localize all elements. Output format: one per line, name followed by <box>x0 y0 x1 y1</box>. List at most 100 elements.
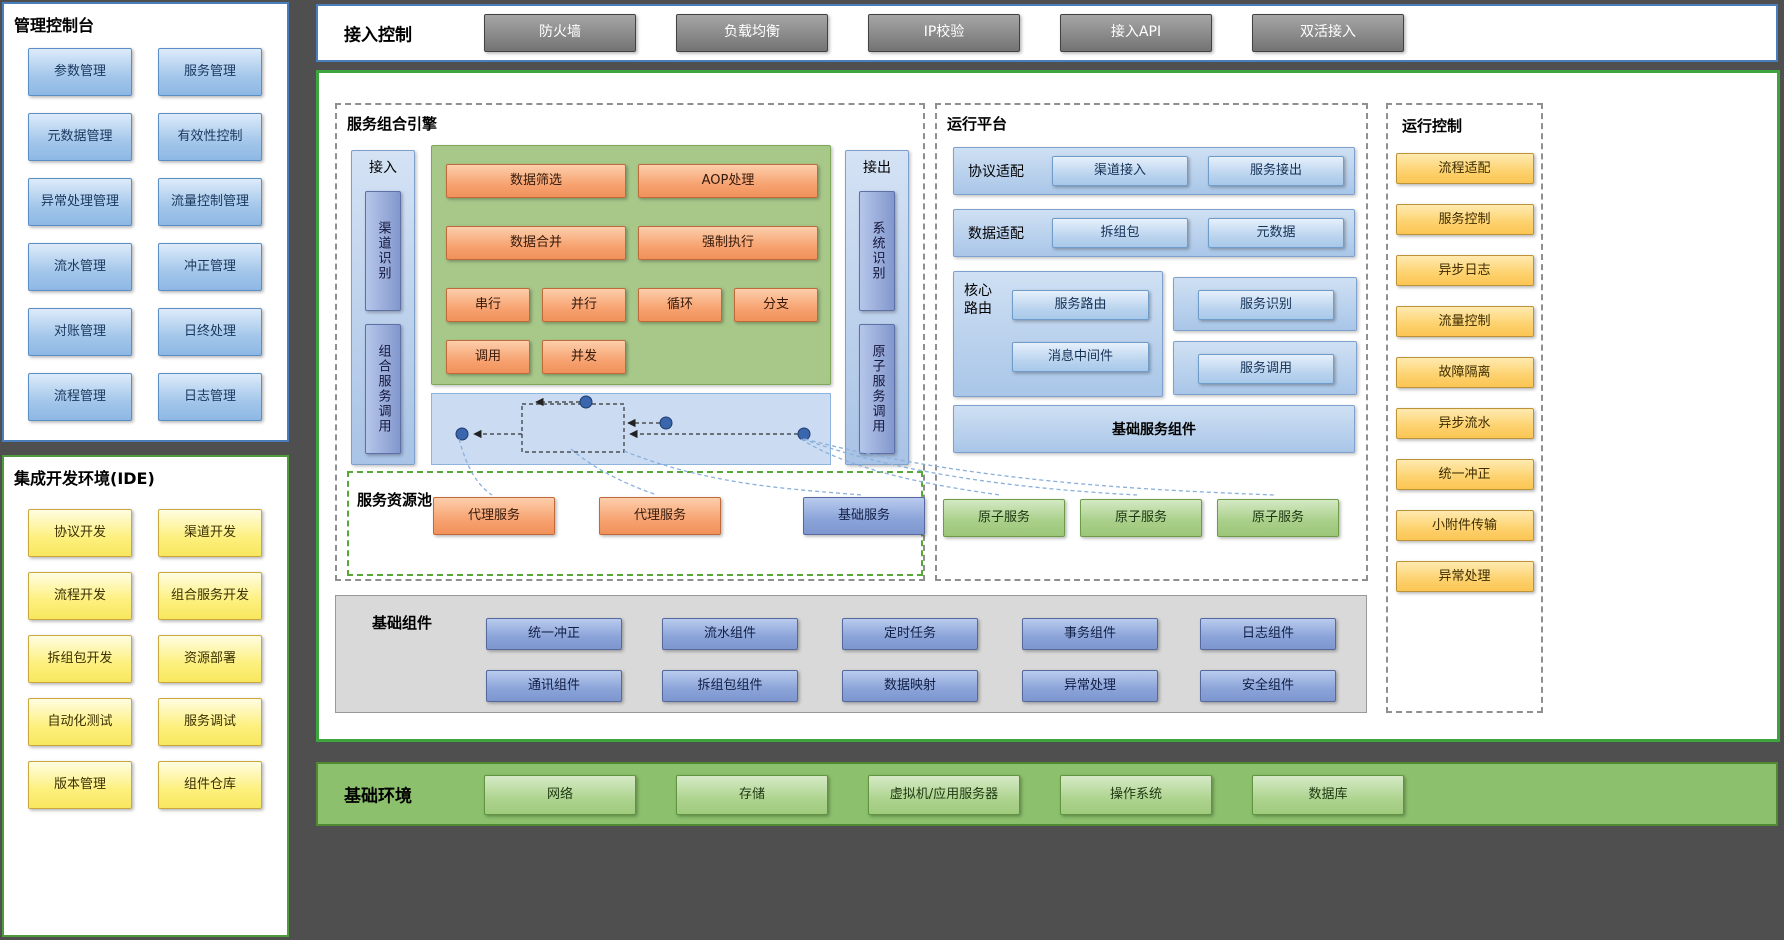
access-button-access-api[interactable]: 接入API <box>1060 14 1212 52</box>
flow-node-icon <box>455 427 469 441</box>
console-button-exception-mgmt[interactable]: 异常处理管理 <box>28 178 132 226</box>
transaction-component-button[interactable]: 事务组件 <box>1022 618 1158 650</box>
flow-node-icon <box>797 427 811 441</box>
service-composition-engine: 服务组合引擎 接入 渠道识别 组合服务调用 数据筛选 AOP处理 数据合并 强制… <box>335 103 925 581</box>
ide-button-composite-service-dev[interactable]: 组合服务开发 <box>158 572 262 620</box>
console-button-flow-control-mgmt[interactable]: 流量控制管理 <box>158 178 262 226</box>
scheduled-task-button[interactable]: 定时任务 <box>842 618 978 650</box>
ide-button-service-debug[interactable]: 服务调试 <box>158 698 262 746</box>
runtime-control-title: 运行控制 <box>1402 117 1463 135</box>
access-button-firewall[interactable]: 防火墙 <box>484 14 636 52</box>
protocol-adapter-label: 协议适配 <box>968 164 1024 180</box>
access-control-title: 接入控制 <box>344 25 412 46</box>
runtime-platform: 运行平台 协议适配 渠道接入 服务接出 数据适配 拆组包 元数据 核心路由 服务… <box>935 103 1368 581</box>
ide-button-resource-deploy[interactable]: 资源部署 <box>158 635 262 683</box>
console-button-journal-mgmt[interactable]: 流水管理 <box>28 243 132 291</box>
service-control-button[interactable]: 服务控制 <box>1395 204 1534 235</box>
network-button[interactable]: 网络 <box>484 775 636 815</box>
fault-isolation-button[interactable]: 故障隔离 <box>1395 357 1534 388</box>
data-merge-button[interactable]: 数据合并 <box>446 226 626 260</box>
access-button-ip-check[interactable]: IP校验 <box>868 14 1020 52</box>
database-button[interactable]: 数据库 <box>1252 775 1404 815</box>
core-routing-box: 核心路由 服务路由 消息中间件 <box>953 271 1163 397</box>
branch-button[interactable]: 分支 <box>734 288 818 322</box>
atomic-service-button[interactable]: 原子服务 <box>943 499 1065 537</box>
security-component-button[interactable]: 安全组件 <box>1200 670 1336 702</box>
async-log-button[interactable]: 异步日志 <box>1395 255 1534 286</box>
ide-button-process-dev[interactable]: 流程开发 <box>28 572 132 620</box>
access-button-load-balancer[interactable]: 负载均衡 <box>676 14 828 52</box>
protocol-adapter-row: 协议适配 渠道接入 服务接出 <box>953 147 1355 195</box>
flow-control-button[interactable]: 流量控制 <box>1395 306 1534 337</box>
serial-button[interactable]: 串行 <box>446 288 530 322</box>
data-mapping-button[interactable]: 数据映射 <box>842 670 978 702</box>
service-outbound-button[interactable]: 服务接出 <box>1208 156 1344 186</box>
console-button-eod-processing[interactable]: 日终处理 <box>158 308 262 356</box>
channel-identify-button[interactable]: 渠道识别 <box>365 191 401 311</box>
metadata-button[interactable]: 元数据 <box>1208 218 1344 248</box>
ide-button-packing-dev[interactable]: 拆组包开发 <box>28 635 132 683</box>
storage-button[interactable]: 存储 <box>676 775 828 815</box>
small-attachment-transfer-button[interactable]: 小附件传输 <box>1395 510 1534 541</box>
os-button[interactable]: 操作系统 <box>1060 775 1212 815</box>
service-invoke-button[interactable]: 服务调用 <box>1198 354 1334 384</box>
system-identify-button[interactable]: 系统识别 <box>859 191 895 311</box>
force-execute-button[interactable]: 强制执行 <box>638 226 818 260</box>
journal-component-button[interactable]: 流水组件 <box>662 618 798 650</box>
pool-title: 服务资源池 <box>357 491 433 509</box>
ide-button-channel-dev[interactable]: 渠道开发 <box>158 509 262 557</box>
service-identify-button[interactable]: 服务识别 <box>1198 290 1334 320</box>
ide-button-auto-test[interactable]: 自动化测试 <box>28 698 132 746</box>
ide-button-protocol-dev[interactable]: 协议开发 <box>28 509 132 557</box>
base-service-components-bar: 基础服务组件 <box>953 405 1355 453</box>
console-button-service-mgmt[interactable]: 服务管理 <box>158 48 262 96</box>
invoke-button[interactable]: 调用 <box>446 340 530 374</box>
console-button-log-mgmt[interactable]: 日志管理 <box>158 373 262 421</box>
atomic-service-button[interactable]: 原子服务 <box>1217 499 1339 537</box>
log-component-button[interactable]: 日志组件 <box>1200 618 1336 650</box>
service-invoke-box: 服务调用 <box>1173 341 1357 395</box>
packing-button[interactable]: 拆组包 <box>1052 218 1188 248</box>
console-button-reconciliation-mgmt[interactable]: 对账管理 <box>28 308 132 356</box>
base-components-title: 基础组件 <box>372 614 433 632</box>
data-filter-button[interactable]: 数据筛选 <box>446 164 626 198</box>
ide-button-component-repo[interactable]: 组件仓库 <box>158 761 262 809</box>
base-service-button[interactable]: 基础服务 <box>803 497 925 535</box>
console-button-validity-control[interactable]: 有效性控制 <box>158 113 262 161</box>
outbound-box: 接出 系统识别 原子服务调用 <box>845 150 909 465</box>
unified-reversal-button[interactable]: 统一冲正 <box>1395 459 1534 490</box>
channel-inbound-button[interactable]: 渠道接入 <box>1052 156 1188 186</box>
base-environment-title: 基础环境 <box>344 786 412 807</box>
exception-handling-button[interactable]: 异常处理 <box>1022 670 1158 702</box>
loop-button[interactable]: 循环 <box>638 288 722 322</box>
proxy-service-button[interactable]: 代理服务 <box>599 497 721 535</box>
runtime-control-list: 流程适配 服务控制 异步日志 流量控制 故障隔离 异步流水 统一冲正 小附件传输… <box>1388 153 1541 592</box>
concurrent-button[interactable]: 并发 <box>542 340 626 374</box>
data-adapter-row: 数据适配 拆组包 元数据 <box>953 209 1355 257</box>
packing-component-button[interactable]: 拆组包组件 <box>662 670 798 702</box>
composite-service-call-button[interactable]: 组合服务调用 <box>365 324 401 454</box>
engine-capabilities-box: 数据筛选 AOP处理 数据合并 强制执行 串行 并行 循环 分支 调用 并发 <box>431 145 831 385</box>
access-button-dual-active[interactable]: 双活接入 <box>1252 14 1404 52</box>
console-button-param-mgmt[interactable]: 参数管理 <box>28 48 132 96</box>
console-button-metadata-mgmt[interactable]: 元数据管理 <box>28 113 132 161</box>
exception-handle-button[interactable]: 异常处理 <box>1395 561 1534 592</box>
flow-node-icon <box>659 416 673 430</box>
parallel-button[interactable]: 并行 <box>542 288 626 322</box>
management-console-title: 管理控制台 <box>14 16 95 35</box>
async-journal-button[interactable]: 异步流水 <box>1395 408 1534 439</box>
aop-process-button[interactable]: AOP处理 <box>638 164 818 198</box>
comm-component-button[interactable]: 通讯组件 <box>486 670 622 702</box>
console-button-reversal-mgmt[interactable]: 冲正管理 <box>158 243 262 291</box>
atomic-service-button[interactable]: 原子服务 <box>1080 499 1202 537</box>
vm-app-server-button[interactable]: 虚拟机/应用服务器 <box>868 775 1020 815</box>
service-routing-button[interactable]: 服务路由 <box>1012 290 1149 320</box>
process-adapt-button[interactable]: 流程适配 <box>1395 153 1534 184</box>
ide-button-version-mgmt[interactable]: 版本管理 <box>28 761 132 809</box>
unified-reversal-component-button[interactable]: 统一冲正 <box>486 618 622 650</box>
proxy-service-button[interactable]: 代理服务 <box>433 497 555 535</box>
message-middleware-button[interactable]: 消息中间件 <box>1012 342 1149 372</box>
console-button-process-mgmt[interactable]: 流程管理 <box>28 373 132 421</box>
atomic-service-call-button[interactable]: 原子服务调用 <box>859 324 895 454</box>
